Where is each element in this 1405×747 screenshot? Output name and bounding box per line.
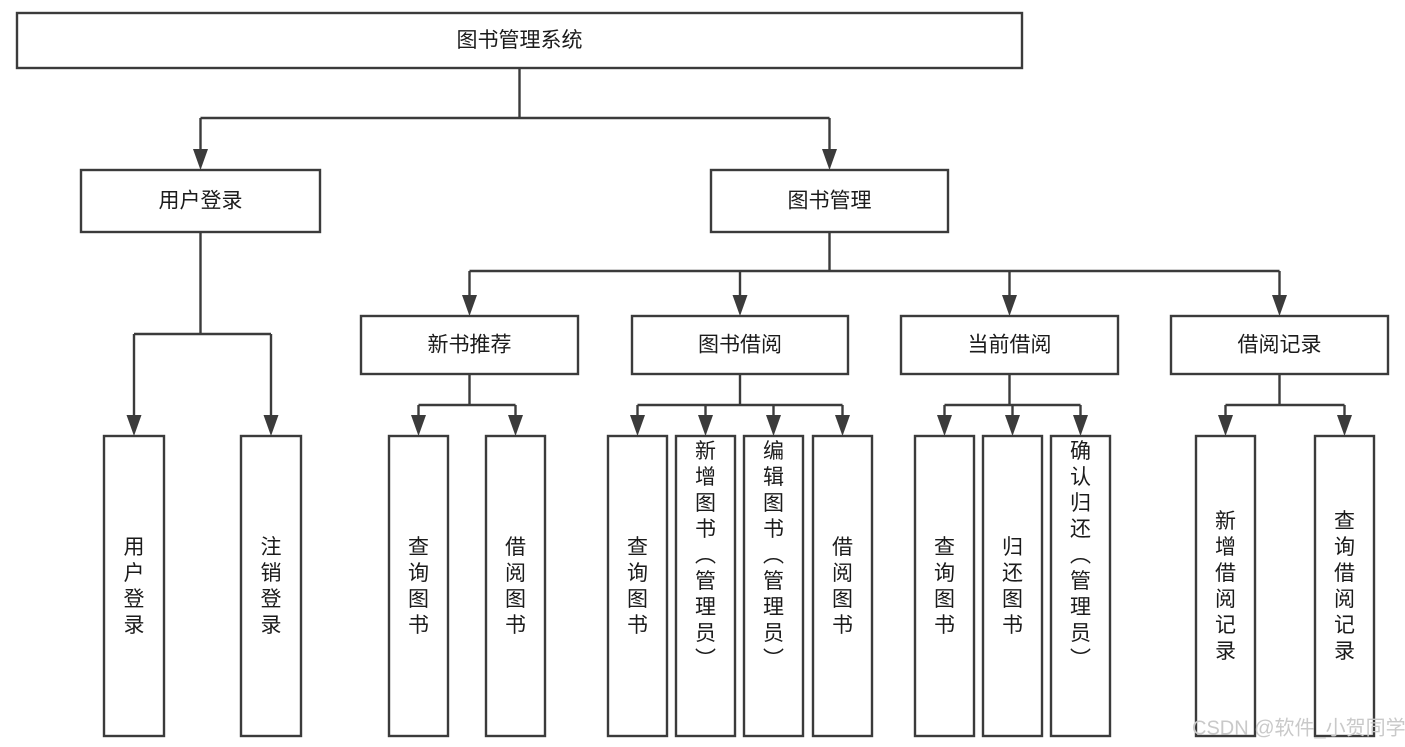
connector-group (630, 374, 850, 436)
node-label-leaf-user-logout: 注销登录 (261, 536, 282, 637)
node-root[interactable]: 图书管理系统 (15, 11, 1024, 70)
node-label-leaf-add-book: 新增图书︵管理员︶ (695, 440, 716, 671)
arrow-head-icon (1002, 295, 1017, 316)
arrow-head-icon (1218, 415, 1233, 436)
connector-group (937, 374, 1088, 436)
node-new-book-recommend[interactable]: 新书推荐 (359, 314, 580, 376)
node-box-root[interactable] (15, 11, 1024, 70)
node-box-leaf-query-book-recommend[interactable] (387, 434, 450, 738)
connector-group (462, 232, 1287, 316)
node-box-leaf-return-book[interactable] (981, 434, 1044, 738)
arrow-head-icon (193, 149, 208, 170)
arrow-head-icon (1272, 295, 1287, 316)
node-box-leaf-query-book-borrow[interactable] (606, 434, 669, 738)
node-label-leaf-user-login: 用户登录 (124, 536, 145, 637)
connector-lines (126, 68, 1352, 436)
node-label-leaf-query-book-recommend: 查询图书 (408, 536, 429, 637)
node-boxes: 图书管理系统用户登录图书管理新书推荐图书借阅当前借阅借阅记录用户登录注销登录查询… (15, 11, 1390, 738)
node-label-leaf-edit-book: 编辑图书︵管理员︶ (763, 440, 784, 671)
arrow-head-icon (630, 415, 645, 436)
arrow-head-icon (766, 415, 781, 436)
node-box-leaf-add-book[interactable] (674, 434, 737, 738)
node-label-leaf-confirm-return: 确认归还︵管理员︶ (1070, 440, 1091, 671)
node-box-leaf-add-borrow-record[interactable] (1194, 434, 1257, 738)
node-label-book-management: 图书管理 (788, 190, 872, 213)
node-label-user-login: 用户登录 (159, 190, 243, 213)
connector-group (126, 232, 279, 436)
node-user-login[interactable]: 用户登录 (79, 168, 322, 234)
arrow-head-icon (126, 415, 142, 436)
arrow-head-icon (1005, 415, 1020, 436)
arrow-head-icon (411, 415, 426, 436)
node-leaf-borrow-book[interactable]: 借阅图书 (811, 434, 874, 738)
node-leaf-borrow-book-recommend[interactable]: 借阅图书 (484, 434, 547, 738)
node-leaf-user-login[interactable]: 用户登录 (102, 434, 166, 738)
node-label-borrow-record: 借阅记录 (1238, 334, 1322, 357)
connector-group (193, 68, 837, 170)
node-label-current-borrow: 当前借阅 (968, 334, 1052, 357)
arrow-head-icon (1073, 415, 1088, 436)
node-box-leaf-query-borrow-record[interactable] (1313, 434, 1376, 738)
node-leaf-edit-book[interactable]: 编辑图书︵管理员︶ (742, 434, 805, 738)
node-leaf-query-book-current[interactable]: 查询图书 (913, 434, 976, 738)
node-leaf-query-book-borrow[interactable]: 查询图书 (606, 434, 669, 738)
node-box-borrow-record[interactable] (1169, 314, 1390, 376)
node-leaf-return-book[interactable]: 归还图书 (981, 434, 1044, 738)
node-box-leaf-borrow-book-recommend[interactable] (484, 434, 547, 738)
arrow-head-icon (822, 149, 837, 170)
arrow-head-icon (698, 415, 713, 436)
node-current-borrow[interactable]: 当前借阅 (899, 314, 1120, 376)
node-box-leaf-edit-book[interactable] (742, 434, 805, 738)
arrow-head-icon (732, 295, 748, 316)
connector-group (1218, 374, 1352, 436)
connector-group (411, 374, 523, 436)
node-label-root: 图书管理系统 (457, 29, 583, 52)
node-book-borrow[interactable]: 图书借阅 (630, 314, 850, 376)
node-label-leaf-borrow-book: 借阅图书 (832, 536, 853, 637)
node-box-user-login[interactable] (79, 168, 322, 234)
node-box-leaf-user-logout[interactable] (239, 434, 303, 738)
arrow-head-icon (1337, 415, 1352, 436)
arrow-head-icon (508, 415, 523, 436)
node-box-new-book-recommend[interactable] (359, 314, 580, 376)
node-box-leaf-borrow-book[interactable] (811, 434, 874, 738)
node-label-book-borrow: 图书借阅 (698, 334, 782, 357)
node-borrow-record[interactable]: 借阅记录 (1169, 314, 1390, 376)
node-box-leaf-query-book-current[interactable] (913, 434, 976, 738)
node-leaf-add-book[interactable]: 新增图书︵管理员︶ (674, 434, 737, 738)
node-leaf-confirm-return[interactable]: 确认归还︵管理员︶ (1049, 434, 1112, 738)
node-box-book-management[interactable] (709, 168, 950, 234)
arrow-head-icon (462, 295, 477, 316)
arrow-head-icon (263, 415, 279, 436)
node-label-leaf-query-book-borrow: 查询图书 (627, 536, 648, 637)
node-leaf-query-book-recommend[interactable]: 查询图书 (387, 434, 450, 738)
node-leaf-user-logout[interactable]: 注销登录 (239, 434, 303, 738)
node-label-new-book-recommend: 新书推荐 (428, 334, 512, 357)
node-label-leaf-borrow-book-recommend: 借阅图书 (505, 536, 526, 637)
node-box-book-borrow[interactable] (630, 314, 850, 376)
arrow-head-icon (835, 415, 850, 436)
node-label-leaf-return-book: 归还图书 (1002, 536, 1023, 637)
node-label-leaf-query-borrow-record: 查询借阅记录 (1334, 510, 1355, 663)
node-box-leaf-user-login[interactable] (102, 434, 166, 738)
node-book-management[interactable]: 图书管理 (709, 168, 950, 234)
arrow-head-icon (937, 415, 952, 436)
node-leaf-query-borrow-record[interactable]: 查询借阅记录 (1313, 434, 1376, 738)
node-box-leaf-confirm-return[interactable] (1049, 434, 1112, 738)
node-box-current-borrow[interactable] (899, 314, 1120, 376)
node-label-leaf-query-book-current: 查询图书 (934, 536, 955, 637)
node-label-leaf-add-borrow-record: 新增借阅记录 (1215, 510, 1236, 663)
node-leaf-add-borrow-record[interactable]: 新增借阅记录 (1194, 434, 1257, 738)
watermark-label: CSDN @软件_小贺同学 (1192, 716, 1405, 739)
